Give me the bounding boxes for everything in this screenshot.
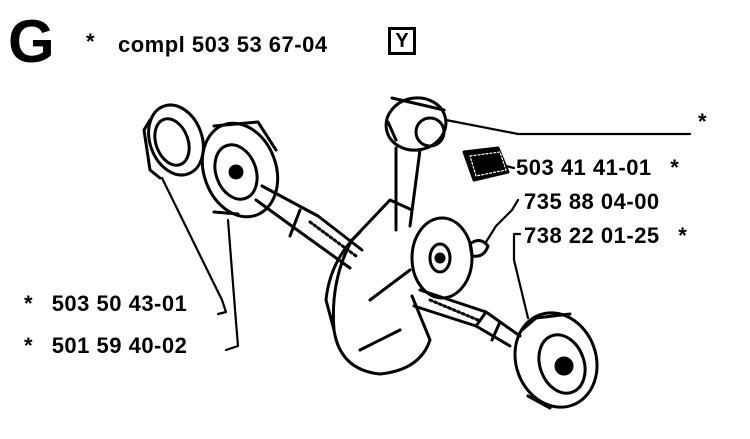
header-asterisk: * xyxy=(86,29,96,54)
left-bearing xyxy=(200,120,280,219)
part-number: 503 50 43-01 xyxy=(51,291,188,316)
part-number: 738 22 01-25 xyxy=(524,223,660,248)
right-bearing xyxy=(513,311,599,410)
callout-503-41-41-01: 503 41 41-01 * xyxy=(516,156,679,180)
callout-738-22-01-25: 738 22 01-25 * xyxy=(524,224,687,248)
leader-738-22-01-25 xyxy=(512,232,530,320)
part-asterisk: * xyxy=(24,333,34,358)
right-shaft xyxy=(412,288,522,348)
connecting-rod xyxy=(384,96,448,232)
part-number: 735 88 04-00 xyxy=(524,189,660,214)
leader-lines xyxy=(160,118,692,352)
assembly-label: compl 503 53 67-04 xyxy=(118,32,328,57)
part-asterisk: * xyxy=(24,291,34,316)
part-asterisk: * xyxy=(678,223,688,248)
seal-ring xyxy=(142,103,205,180)
part-number: 503 41 41-01 xyxy=(516,155,652,180)
woodruff-key xyxy=(468,239,490,258)
part-number: 501 59 40-02 xyxy=(51,333,188,358)
leader-503-50-43-01 xyxy=(160,176,228,316)
group-letter: G xyxy=(8,8,55,75)
callout-top-asterisk: * xyxy=(698,109,708,134)
leader-503-41-41-01 xyxy=(504,164,516,170)
needle-bearing xyxy=(462,146,510,182)
leader-top-asterisk xyxy=(444,118,692,136)
callout-735-88-04-00: 735 88 04-00 xyxy=(524,190,660,214)
leader-501-59-40-02 xyxy=(224,218,240,352)
callout-503-50-43-01: * 503 50 43-01 xyxy=(24,292,187,316)
crank-web xyxy=(324,198,474,376)
variant-box: Y xyxy=(388,27,416,55)
callout-501-59-40-02: * 501 59 40-02 xyxy=(24,334,187,358)
leader-735-88-04-00 xyxy=(484,198,520,244)
part-asterisk: * xyxy=(670,155,680,180)
